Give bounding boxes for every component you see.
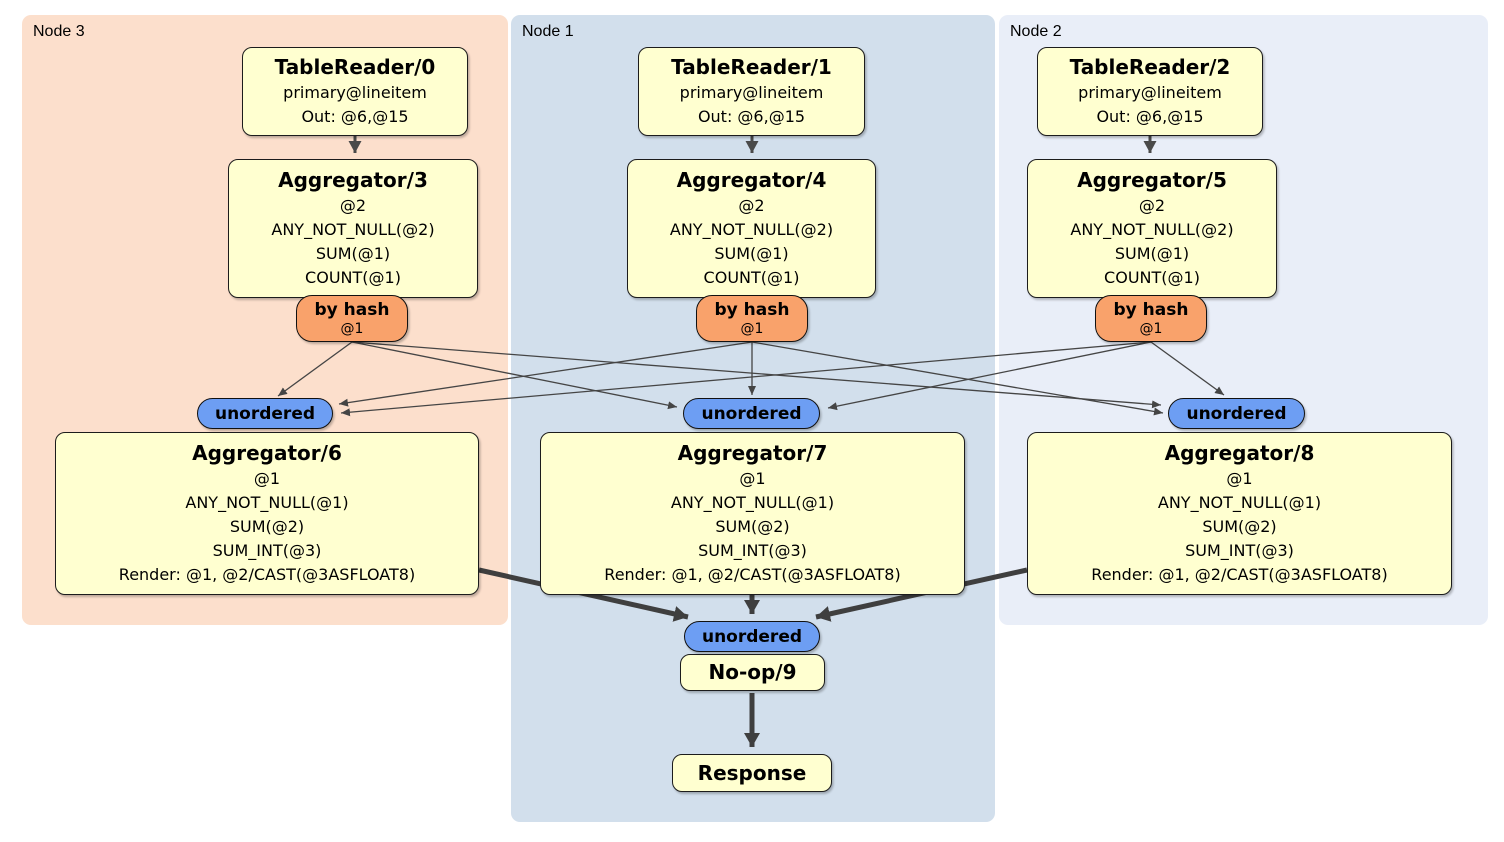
region-node3-label: Node 3: [33, 23, 85, 40]
node-detail: SUM(@2): [715, 517, 790, 536]
node-detail: @1: [253, 469, 281, 488]
node-detail: ANY_NOT_NULL(@2): [1070, 220, 1234, 239]
node-detail: ANY_NOT_NULL(@1): [185, 493, 349, 512]
router-columns: @1: [340, 321, 364, 337]
node-detail: @2: [339, 196, 367, 215]
unordered-sync-node2: unordered: [1168, 398, 1305, 429]
node-detail: Render: @1, @2/CAST(@3ASFLOAT8): [118, 565, 416, 584]
node-detail: SUM(@1): [1114, 244, 1190, 263]
node-detail: Out: @6,@15: [697, 107, 806, 126]
node-detail: COUNT(@1): [1104, 268, 1200, 287]
node-title: Aggregator/5: [1077, 168, 1227, 192]
node-detail: primary@lineitem: [679, 83, 824, 102]
unordered-sync-node1: unordered: [683, 398, 820, 429]
aggregator-6-node: Aggregator/6 @1 ANY_NOT_NULL(@1) SUM(@2)…: [55, 432, 479, 595]
tablereader-0-node: TableReader/0 primary@lineitem Out: @6,@…: [242, 47, 468, 136]
node-detail: ANY_NOT_NULL(@1): [670, 493, 835, 512]
node-title: Aggregator/4: [676, 168, 827, 192]
sync-label: unordered: [701, 403, 802, 424]
sync-label: unordered: [1186, 403, 1287, 424]
node-detail: ANY_NOT_NULL(@2): [669, 220, 834, 239]
sync-label: unordered: [701, 626, 803, 647]
node-title: TableReader/2: [1069, 55, 1231, 79]
hash-router-node2: by hash @1: [1095, 295, 1207, 342]
router-label: by hash: [1113, 300, 1189, 320]
node-detail: SUM(@1): [315, 244, 391, 263]
node-detail: SUM(@2): [229, 517, 305, 536]
node-detail: @1: [1226, 469, 1253, 488]
node-detail: COUNT(@1): [703, 268, 800, 287]
node-detail: @2: [738, 196, 765, 215]
node-title: TableReader/1: [671, 55, 832, 79]
node-detail: ANY_NOT_NULL(@2): [271, 220, 435, 239]
node-title: Aggregator/6: [192, 441, 342, 465]
node-detail: SUM_INT(@3): [212, 541, 322, 560]
node-detail: COUNT(@1): [305, 268, 401, 287]
node-title: Aggregator/8: [1164, 441, 1315, 465]
node-detail: primary@lineitem: [283, 83, 427, 102]
tablereader-2-node: TableReader/2 primary@lineitem Out: @6,@…: [1037, 47, 1263, 136]
node-detail: SUM(@2): [1202, 517, 1277, 536]
hash-router-node3: by hash @1: [296, 295, 408, 342]
node-detail: Out: @6,@15: [1096, 107, 1204, 126]
sync-label: unordered: [214, 403, 316, 424]
aggregator-4-node: Aggregator/4 @2 ANY_NOT_NULL(@2) SUM(@1)…: [627, 159, 876, 298]
node-title: No-op/9: [708, 660, 797, 684]
node-detail: SUM(@1): [714, 244, 789, 263]
router-label: by hash: [314, 300, 390, 320]
node-detail: SUM_INT(@3): [1185, 541, 1294, 560]
node-detail: Out: @6,@15: [301, 107, 409, 126]
node-title: Aggregator/3: [278, 168, 428, 192]
aggregator-5-node: Aggregator/5 @2 ANY_NOT_NULL(@2) SUM(@1)…: [1027, 159, 1277, 298]
node-title: Response: [697, 760, 807, 785]
aggregator-7-node: Aggregator/7 @1 ANY_NOT_NULL(@1) SUM(@2)…: [540, 432, 965, 595]
response-node: Response: [672, 754, 832, 792]
region-node1-label: Node 1: [522, 23, 574, 40]
tablereader-1-node: TableReader/1 primary@lineitem Out: @6,@…: [638, 47, 865, 136]
router-columns: @1: [1139, 321, 1163, 337]
noop-9-node: No-op/9: [680, 654, 825, 691]
router-columns: @1: [740, 321, 764, 337]
unordered-sync-final: unordered: [684, 621, 820, 652]
region-node2-label: Node 2: [1010, 23, 1062, 40]
unordered-sync-node3: unordered: [197, 398, 333, 429]
node-detail: SUM_INT(@3): [698, 541, 807, 560]
router-label: by hash: [714, 300, 790, 320]
node-detail: @2: [1138, 196, 1166, 215]
node-detail: @1: [739, 469, 766, 488]
node-detail: primary@lineitem: [1078, 83, 1222, 102]
aggregator-8-node: Aggregator/8 @1 ANY_NOT_NULL(@1) SUM(@2)…: [1027, 432, 1452, 595]
node-detail: ANY_NOT_NULL(@1): [1157, 493, 1322, 512]
node-title: TableReader/0: [274, 55, 436, 79]
node-detail: Render: @1, @2/CAST(@3ASFLOAT8): [604, 565, 901, 584]
node-title: Aggregator/7: [677, 441, 828, 465]
hash-router-node1: by hash @1: [696, 295, 808, 342]
node-detail: Render: @1, @2/CAST(@3ASFLOAT8): [1091, 565, 1388, 584]
aggregator-3-node: Aggregator/3 @2 ANY_NOT_NULL(@2) SUM(@1)…: [228, 159, 478, 298]
